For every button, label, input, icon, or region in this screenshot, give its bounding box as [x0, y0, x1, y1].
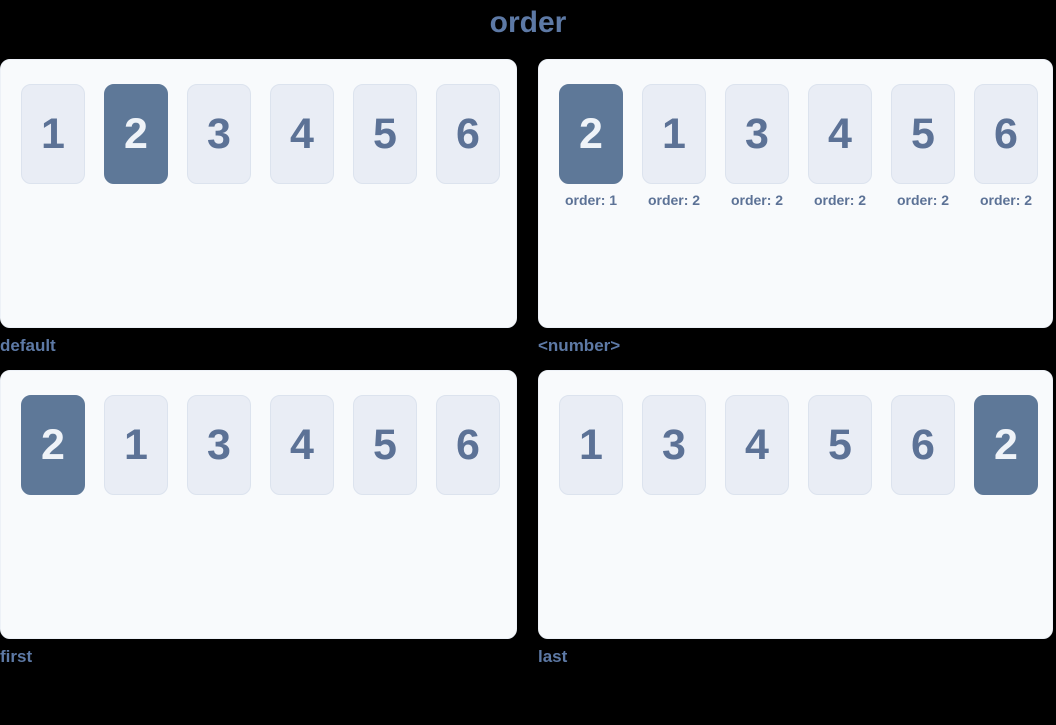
flex-item-box-1: 1	[21, 84, 85, 184]
flex-item-box-1: 1	[104, 395, 168, 495]
flex-item-box-3: 3	[725, 84, 789, 184]
demo-panel-number: 2 order: 1 1 order: 2 3 order: 2 4 order: 2 5 ord…	[538, 59, 1053, 328]
order-value-label: order: 1	[564, 192, 618, 208]
flex-item: 1	[559, 395, 623, 495]
flex-item: 5	[808, 395, 872, 495]
flex-item: 5 order: 2	[891, 84, 955, 208]
flex-item-box-2-highlighted: 2	[21, 395, 85, 495]
flex-item: 4	[725, 395, 789, 495]
flex-item: 6	[436, 84, 500, 184]
order-value-label: order: 2	[647, 192, 701, 208]
flex-item: 1	[21, 84, 85, 184]
panel-caption-number: <number>	[538, 336, 621, 355]
flex-item: 6 order: 2	[974, 84, 1038, 208]
flex-item-box-4: 4	[270, 395, 334, 495]
order-value-label: order: 2	[896, 192, 950, 208]
flex-item-box-5: 5	[353, 84, 417, 184]
order-value-label: order: 2	[813, 192, 867, 208]
panel-caption-first: first	[0, 647, 33, 666]
flex-item: 1 order: 2	[642, 84, 706, 208]
panel-caption-last: last	[538, 647, 568, 666]
flex-item: 3	[642, 395, 706, 495]
order-value-label: order: 2	[979, 192, 1033, 208]
flex-row-number: 2 order: 1 1 order: 2 3 order: 2 4 order: 2 5 ord…	[559, 84, 1038, 208]
flex-item-box-5: 5	[353, 395, 417, 495]
flex-item: 5	[353, 84, 417, 184]
flex-item-box-1: 1	[559, 395, 623, 495]
flex-item: 2	[104, 84, 168, 184]
flex-item-box-2-highlighted: 2	[974, 395, 1038, 495]
flex-item-box-5: 5	[808, 395, 872, 495]
flex-item-box-6: 6	[974, 84, 1038, 184]
flex-item: 3	[187, 395, 251, 495]
flex-item: 1	[104, 395, 168, 495]
flex-item: 2	[21, 395, 85, 495]
order-value-label: order: 2	[730, 192, 784, 208]
flex-item: 4	[270, 84, 334, 184]
flex-item-box-6: 6	[436, 84, 500, 184]
flex-item: 2	[974, 395, 1038, 495]
flex-item: 4 order: 2	[808, 84, 872, 208]
demo-cell-number: 2 order: 1 1 order: 2 3 order: 2 4 order: 2 5 ord…	[538, 59, 1053, 356]
flex-item: 5	[353, 395, 417, 495]
flex-item-box-4: 4	[725, 395, 789, 495]
flex-item: 6	[891, 395, 955, 495]
flex-item-box-5: 5	[891, 84, 955, 184]
flex-item-box-2-highlighted: 2	[559, 84, 623, 184]
flex-item: 3	[187, 84, 251, 184]
flex-item-box-4: 4	[270, 84, 334, 184]
panel-caption-default: default	[0, 336, 56, 355]
flex-item: 4	[270, 395, 334, 495]
flex-item: 6	[436, 395, 500, 495]
flex-item-box-3: 3	[187, 84, 251, 184]
flex-item-box-1: 1	[642, 84, 706, 184]
flex-item-box-6: 6	[436, 395, 500, 495]
page-title: order	[489, 6, 567, 39]
flex-item: 2 order: 1	[559, 84, 623, 208]
flex-item: 3 order: 2	[725, 84, 789, 208]
flex-item-box-4: 4	[808, 84, 872, 184]
flex-item-box-3: 3	[187, 395, 251, 495]
flex-item-box-2-highlighted: 2	[104, 84, 168, 184]
flex-item-box-6: 6	[891, 395, 955, 495]
flex-item-box-3: 3	[642, 395, 706, 495]
